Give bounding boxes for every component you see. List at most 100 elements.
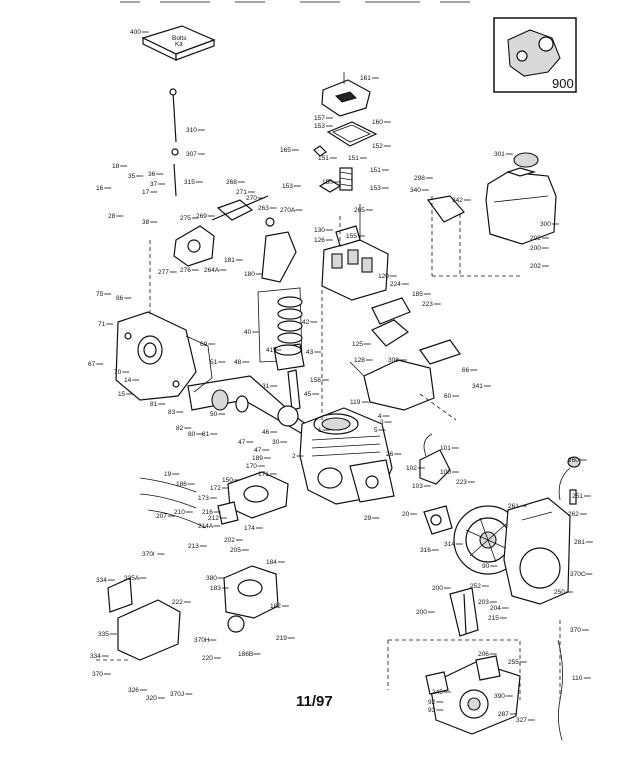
part-label-276: 276 xyxy=(180,267,191,274)
part-label-16: 16 xyxy=(96,185,104,192)
fuel-tank xyxy=(485,152,557,245)
part-label-265: 265 xyxy=(354,207,365,214)
part-label-220: 220 xyxy=(202,655,213,662)
part-label-370C: 370C xyxy=(570,571,586,578)
part-label-189: 189 xyxy=(252,455,263,462)
part-label-277: 277 xyxy=(158,269,169,276)
part-label-18: 18 xyxy=(112,163,120,170)
part-label-170: 170 xyxy=(246,463,257,470)
part-label-202b: 202 xyxy=(530,263,541,270)
part-label-153c: 153 xyxy=(370,185,381,192)
part-label-223b: 223 xyxy=(456,479,467,486)
part-label-29: 29 xyxy=(364,515,372,522)
part-label-213: 213 xyxy=(188,543,199,550)
part-label-370H: 370H xyxy=(194,637,210,644)
part-label-300: 300 xyxy=(540,221,551,228)
part-label-200c: 200 xyxy=(416,609,427,616)
part-label-43: 43 xyxy=(306,349,314,356)
part-label-69: 69 xyxy=(200,341,208,348)
part-label-245: 245 xyxy=(432,689,443,696)
part-label-298: 298 xyxy=(414,175,425,182)
part-label-165: 165 xyxy=(280,147,291,154)
part-label-66: 66 xyxy=(462,367,470,374)
part-label-1: 1 xyxy=(318,427,322,434)
part-label-126: 126 xyxy=(314,237,325,244)
part-label-157: 157 xyxy=(314,115,325,122)
part-label-260: 260 xyxy=(568,457,579,464)
part-label-370I: 370I xyxy=(142,551,155,558)
part-label-204: 204 xyxy=(490,605,501,612)
part-label-275: 275 xyxy=(180,215,191,222)
part-label-158: 158 xyxy=(310,377,321,384)
part-label-181: 181 xyxy=(224,257,235,264)
part-label-120: 120 xyxy=(378,273,389,280)
part-label-224: 224 xyxy=(390,281,401,288)
part-label-172: 172 xyxy=(210,485,221,492)
part-label-334a: 334 xyxy=(96,577,107,584)
part-label-200a: 200 xyxy=(530,245,541,252)
part-label-81b: 81 xyxy=(202,431,210,438)
part-label-173: 173 xyxy=(198,495,209,502)
part-label-17: 17 xyxy=(142,189,150,196)
crankcase-cover xyxy=(115,311,213,401)
part-label-86: 86 xyxy=(116,295,124,302)
part-label-152: 152 xyxy=(372,143,383,150)
part-label-287: 287 xyxy=(498,711,509,718)
part-label-203: 203 xyxy=(478,599,489,606)
part-label-153b: 153 xyxy=(282,183,293,190)
part-label-35: 35 xyxy=(128,173,136,180)
part-label-3: 3 xyxy=(380,419,384,426)
date-code: 11/97 xyxy=(296,693,333,710)
part-label-150: 150 xyxy=(322,179,333,186)
part-label-281: 281 xyxy=(574,539,585,546)
cylinder-head xyxy=(321,204,389,301)
part-label-182: 182 xyxy=(270,603,281,610)
part-label-342: 342 xyxy=(452,197,463,204)
crankshaft xyxy=(187,369,313,437)
part-label-28: 28 xyxy=(108,213,116,220)
part-label-155: 155 xyxy=(346,233,357,240)
part-label-174: 174 xyxy=(244,525,255,532)
part-label-370b: 370 xyxy=(92,671,103,678)
part-label-184: 184 xyxy=(266,559,277,566)
part-label-26: 26 xyxy=(386,451,394,458)
part-label-205: 205 xyxy=(230,547,241,554)
part-label-271: 271 xyxy=(236,189,247,196)
carburetor-linkage xyxy=(173,195,275,267)
part-label-71: 71 xyxy=(98,321,106,328)
part-label-264A: 264A xyxy=(204,267,220,274)
hardware-kit-box: Bolts Kit xyxy=(141,25,216,61)
part-label-42: 42 xyxy=(302,319,310,326)
tank-bracket xyxy=(426,195,520,277)
part-label-100: 100 xyxy=(440,469,451,476)
part-label-310: 310 xyxy=(186,127,197,134)
part-label-308: 308 xyxy=(388,357,399,364)
part-label-200b: 200 xyxy=(432,585,443,592)
part-label-206: 206 xyxy=(478,651,489,658)
part-label-262: 262 xyxy=(568,511,579,518)
part-label-110: 110 xyxy=(572,675,583,682)
engine-block xyxy=(299,407,395,505)
part-label-390: 390 xyxy=(494,693,505,700)
part-label-40: 40 xyxy=(244,329,252,336)
part-label-270: 270 xyxy=(246,195,257,202)
part-label-327: 327 xyxy=(516,717,527,724)
part-label-45: 45 xyxy=(304,391,312,398)
part-label-46: 46 xyxy=(262,429,270,436)
part-label-30: 30 xyxy=(272,439,280,446)
governor-arm xyxy=(449,587,479,637)
carburetor-body xyxy=(217,471,289,525)
part-label-180: 180 xyxy=(244,271,255,278)
blower-housing xyxy=(503,497,571,605)
part-label-15: 15 xyxy=(118,391,126,398)
control-bracket xyxy=(96,577,181,661)
part-label-90: 90 xyxy=(482,563,490,570)
part-label-119: 119 xyxy=(350,399,361,406)
baffle-plate xyxy=(261,231,297,283)
part-label-400: 400 xyxy=(130,29,141,36)
part-label-185: 185 xyxy=(412,291,423,298)
inset-box: 900 xyxy=(493,17,577,93)
part-label-380: 380 xyxy=(206,575,217,582)
part-label-161: 161 xyxy=(360,75,371,82)
part-label-50: 50 xyxy=(210,411,218,418)
